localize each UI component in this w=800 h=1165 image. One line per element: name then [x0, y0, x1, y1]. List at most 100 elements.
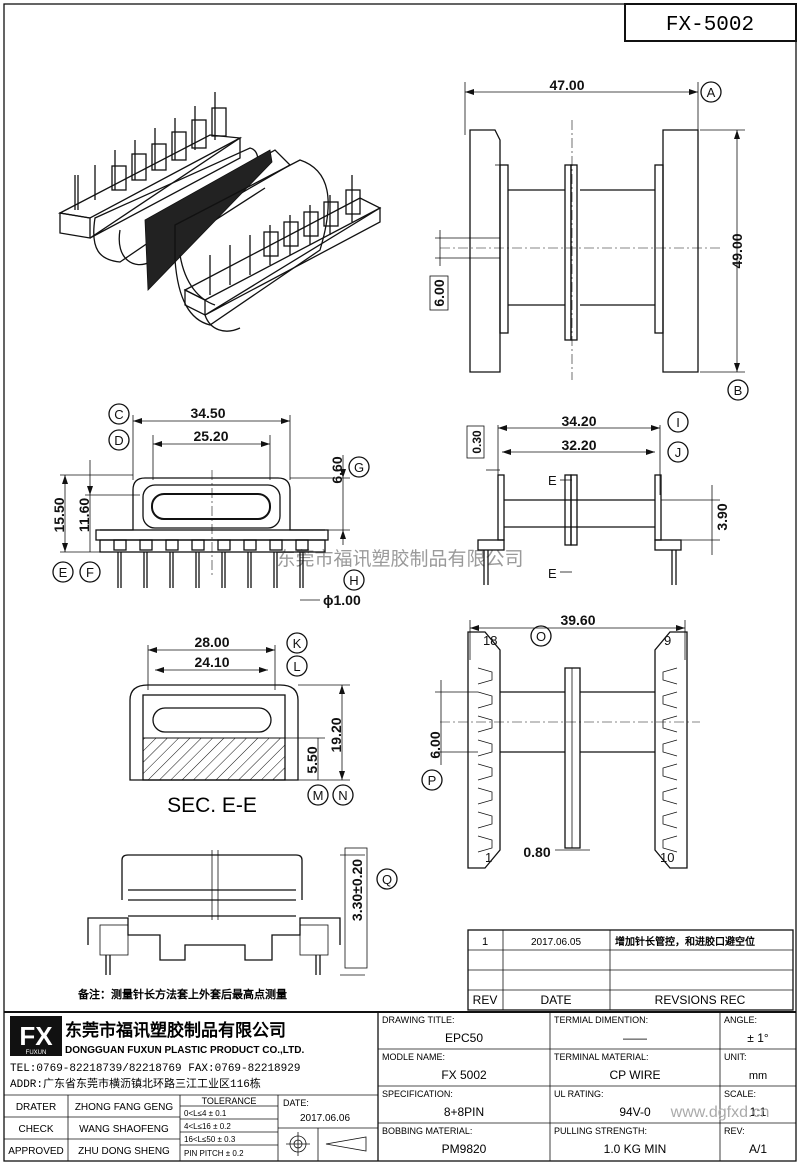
dim-47: 47.00	[549, 77, 584, 93]
rev-number: 1	[482, 936, 488, 948]
rev-header: REV	[473, 993, 498, 1007]
dim-3-30: 3.30±0.20	[349, 859, 365, 921]
logo-subtext: FUXUN	[26, 1050, 47, 1056]
bubble-c: C	[114, 407, 123, 422]
unit-value: mm	[749, 1070, 767, 1082]
angle-value: ± 1°	[747, 1031, 769, 1045]
pin-18-label: 18	[483, 633, 497, 648]
dim-34-50: 34.50	[190, 405, 225, 421]
ul-rating-label: UL RATING:	[554, 1089, 604, 1099]
bubble-g: G	[354, 460, 364, 475]
date-value: 2017.06.06	[300, 1113, 350, 1124]
bubble-f: F	[86, 565, 94, 580]
tolerance-title: TOLERANCE	[202, 1096, 257, 1106]
check-name: WANG SHAOFENG	[79, 1124, 169, 1135]
front-view: C D 34.50 25.20	[51, 403, 370, 608]
bubble-a: A	[707, 85, 716, 100]
dim-0-30: 0.30	[470, 430, 484, 454]
drater-name: ZHONG FANG GENG	[75, 1102, 174, 1113]
top-view: 47.00 A 49.00 B 6.00	[429, 77, 749, 401]
dim-49: 49.00	[729, 233, 745, 268]
bubble-p: P	[428, 773, 437, 788]
dim-19-20: 19.20	[328, 717, 344, 752]
check-label: CHECK	[18, 1124, 53, 1135]
bubble-o: O	[536, 629, 546, 644]
bubble-k: K	[293, 636, 302, 651]
title-block: FX FUXUN 东莞市福讯塑胶制品有限公司 DONGGUAN FUXUN PL…	[4, 1011, 796, 1161]
dim-6-60: 6.60	[329, 456, 345, 483]
dim-15-50: 15.50	[51, 497, 67, 532]
rev-label: REV:	[724, 1126, 745, 1136]
tolerance-row-1: 0<L≤4 ± 0.1	[184, 1109, 227, 1118]
bubble-i: I	[676, 415, 680, 430]
approved-label: APPROVED	[8, 1146, 64, 1157]
bubble-q: Q	[382, 872, 392, 887]
dim-phi-1: ϕ1.00	[323, 592, 361, 608]
angle-label: ANGLE:	[724, 1015, 757, 1025]
bubble-n: N	[338, 788, 347, 803]
dim-5-50: 5.50	[304, 746, 320, 773]
isometric-view	[57, 92, 382, 332]
bubble-h: H	[349, 573, 358, 588]
side-view: 34.20 32.20 I J 0.30 E E 3.90	[466, 411, 730, 585]
dim-32-20: 32.20	[561, 437, 596, 453]
date-label: DATE:	[283, 1098, 309, 1108]
dim-39-60: 39.60	[560, 612, 595, 628]
drawing-number-box: FX-5002	[624, 3, 797, 42]
pin-9-label: 9	[664, 633, 671, 648]
approved-name: ZHU DONG SHENG	[78, 1146, 170, 1157]
dim-34-20: 34.20	[561, 413, 596, 429]
logo-letters: FX	[19, 1021, 53, 1051]
company-address: ADDR:广东省东莞市横沥镇北环路三江工业区116栋	[10, 1076, 261, 1091]
measurement-note: 备注：测量针长方法套上外套后最高点测量	[77, 987, 287, 1001]
dim-24-10: 24.10	[194, 654, 229, 670]
drawing-number: FX-5002	[666, 14, 754, 37]
pulling-strength: 1.0 KG MIN	[604, 1142, 667, 1156]
tolerance-row-3: 16<L≤50 ± 0.3	[184, 1135, 236, 1144]
company-tel: TEL:0769-82218739/82218769 FAX:0769-8221…	[10, 1063, 300, 1075]
rev-value: A/1	[749, 1142, 767, 1156]
terminal-material-label: TERMINAL MATERIAL:	[554, 1052, 649, 1062]
website-watermark: www.dgfxd.cn	[670, 1104, 770, 1121]
bubble-b: B	[734, 383, 743, 398]
specification-label: SPECIFICATION:	[382, 1089, 453, 1099]
dim-6-top: 6.00	[431, 279, 447, 306]
date-header: DATE	[540, 993, 571, 1007]
section-title: SEC. E-E	[167, 794, 257, 817]
rev-description: 增加针长管控，和进胶口避空位	[615, 935, 755, 948]
tolerance-row-4: PIN PITCH ± 0.2	[184, 1149, 244, 1158]
pin-length-view: 3.30±0.20 Q 备注：测量针长方法套上外套后最高点测量	[77, 847, 398, 1001]
sheet-border	[3, 3, 797, 1162]
watermark-company: 东莞市福讯塑胶制品有限公司	[276, 548, 523, 570]
section-ee-view: 28.00 24.10 K L 19.20 5.50 M N SEC. E-E	[129, 632, 354, 817]
section-mark-bottom: E	[548, 566, 557, 581]
terminal-material: CP WIRE	[609, 1068, 660, 1082]
dim-28: 28.00	[194, 634, 229, 650]
dim-11-60: 11.60	[76, 498, 92, 532]
model-name: FX 5002	[441, 1068, 487, 1082]
projection-symbol-icon	[286, 1132, 367, 1156]
bobbin-material-label: BOBBING MATERIAL:	[382, 1126, 472, 1136]
revisions-header: REVSIONS REC	[655, 993, 746, 1007]
bottom-view: 39.60 O 18	[421, 612, 700, 869]
scale-label: SCALE:	[724, 1089, 756, 1099]
bobbin-material: PM9820	[442, 1142, 487, 1156]
section-mark-top: E	[548, 473, 557, 488]
bubble-e: E	[59, 565, 68, 580]
specification: 8+8PIN	[444, 1105, 484, 1119]
rev-date: 2017.06.05	[531, 937, 581, 948]
dim-3-90: 3.90	[714, 503, 730, 530]
terminal-dim-label: TERMIAL DIMENTION:	[554, 1015, 648, 1025]
tolerance-row-2: 4<L≤16 ± 0.2	[184, 1122, 231, 1131]
drawing-title: EPC50	[445, 1031, 483, 1045]
unit-label: UNIT:	[724, 1052, 747, 1062]
scale-value: 1:1	[750, 1105, 767, 1119]
model-label: MODLE NAME:	[382, 1052, 445, 1062]
terminal-dim: ——	[623, 1031, 647, 1045]
bubble-m: M	[313, 788, 324, 803]
dim-6-bottom: 6.00	[427, 731, 443, 758]
bubble-d: D	[114, 433, 123, 448]
dim-0-80: 0.80	[523, 844, 550, 860]
pin-1-label: 1	[485, 850, 492, 865]
